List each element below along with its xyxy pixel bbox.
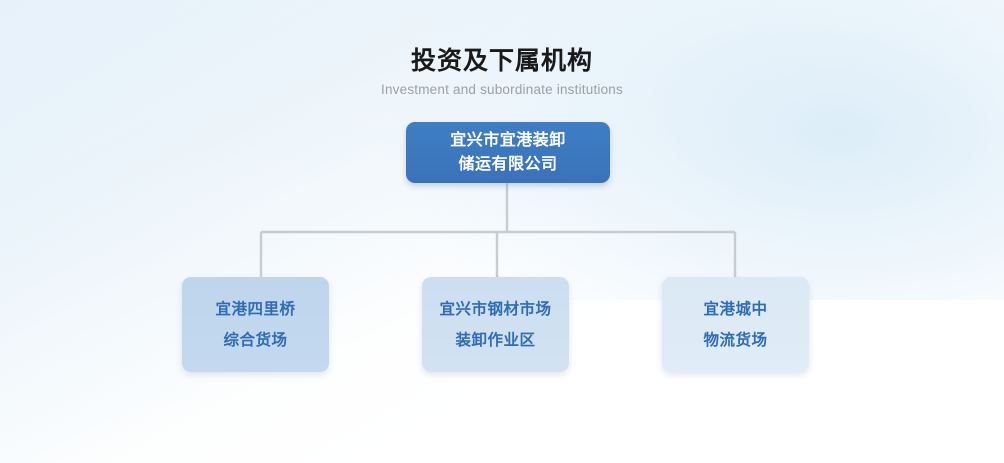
org-node-child-1-line-1: 宜兴市钢材市场 xyxy=(439,300,552,318)
org-node-root[interactable]: 宜兴市宜港装卸 储运有限公司 xyxy=(406,122,610,183)
org-node-root-line-1: 宜兴市宜港装卸 xyxy=(450,131,566,149)
org-node-child-2-line-2: 物流货场 xyxy=(703,331,768,349)
org-node-child-steel-market[interactable]: 宜兴市钢材市场 装卸作业区 xyxy=(422,277,569,372)
org-node-child-0-line-2: 综合货场 xyxy=(223,331,288,349)
org-node-child-0-line-1: 宜港四里桥 xyxy=(215,300,296,318)
page-heading: 投资及下属机构 Investment and subordinate insti… xyxy=(0,46,1004,98)
org-node-child-1-line-2: 装卸作业区 xyxy=(455,331,536,349)
org-node-child-siliqiao[interactable]: 宜港四里桥 综合货场 xyxy=(182,277,329,372)
page-subtitle: Investment and subordinate institutions xyxy=(381,82,623,97)
org-node-child-chengzhong-logistics[interactable]: 宜港城中 物流货场 xyxy=(662,277,809,372)
org-node-root-line-2: 储运有限公司 xyxy=(458,155,558,173)
page-title: 投资及下属机构 xyxy=(410,47,593,75)
org-node-child-2-line-1: 宜港城中 xyxy=(703,300,768,318)
